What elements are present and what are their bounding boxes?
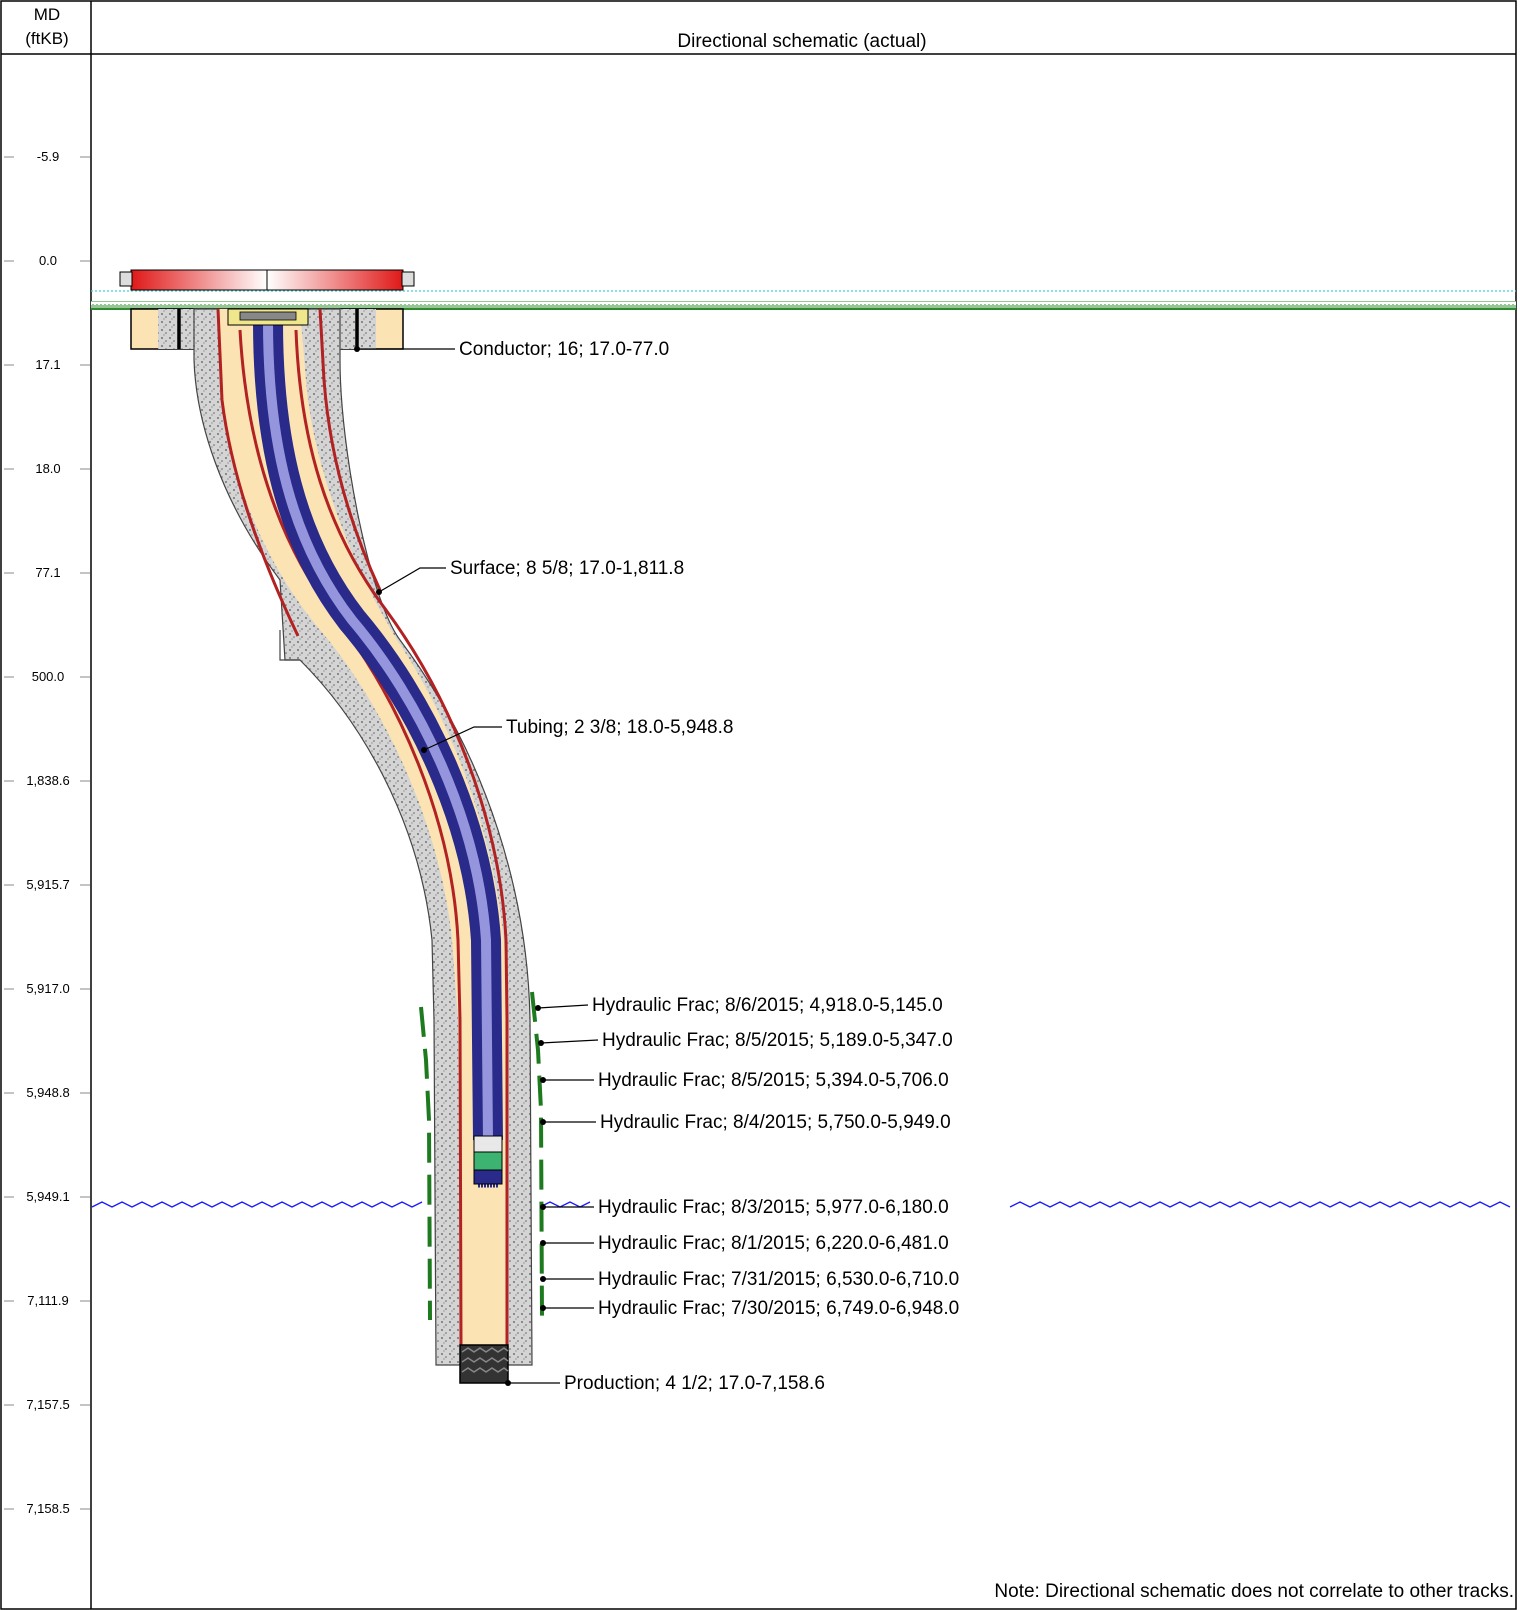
surface-leader-dot <box>376 589 382 595</box>
frac-label: Hydraulic Frac; 8/3/2015; 5,977.0-6,180.… <box>598 1197 949 1218</box>
frac-leader-dot <box>540 1240 546 1246</box>
depth-tick-label: -5.9 <box>37 149 59 164</box>
frac-callouts: Hydraulic Frac; 8/6/2015; 4,918.0-5,145.… <box>535 995 959 1319</box>
wellhead <box>119 269 415 326</box>
tubing-leader-dot <box>421 747 427 753</box>
depth-tick-label: 17.1 <box>35 357 60 372</box>
depth-tick-label: 5,917.0 <box>26 981 69 996</box>
frac-leader-dot <box>540 1077 546 1083</box>
production-shoe <box>459 1344 509 1384</box>
frac-leader-dot <box>540 1204 546 1210</box>
depth-tick-label: 18.0 <box>35 461 60 476</box>
water-level-left <box>91 1201 423 1208</box>
conductor-label: Conductor; 16; 17.0-77.0 <box>459 339 669 360</box>
water-level-right <box>1009 1201 1511 1208</box>
depth-tick-label: 7,158.5 <box>26 1501 69 1516</box>
depth-tick-label: 5,948.8 <box>26 1085 69 1100</box>
md-header-line2: (ftKB) <box>25 29 68 48</box>
production-annulus <box>218 309 508 1345</box>
depth-tick-label: 500.0 <box>32 669 65 684</box>
conductor-leader-dot <box>354 346 360 352</box>
depth-tick-label: 5,949.1 <box>26 1189 69 1204</box>
frac-label: Hydraulic Frac; 7/31/2015; 6,530.0-6,710… <box>598 1269 959 1290</box>
water-level-mid <box>539 1201 591 1208</box>
frac-label: Hydraulic Frac; 8/5/2015; 5,394.0-5,706.… <box>598 1070 949 1091</box>
callouts: Conductor; 16; 17.0-77.0 Surface; 8 5/8;… <box>354 339 825 1394</box>
frac-line-right <box>530 991 544 1321</box>
frac-leader-dot <box>535 1005 541 1011</box>
frac-leader-dot <box>540 1305 546 1311</box>
frac-leader <box>537 1004 589 1009</box>
depth-axis: -5.9 0.0 17.1 18.0 77.1 500.0 1,838.6 5,915.7 5,… <box>4 149 90 1516</box>
surface-leader <box>378 567 446 593</box>
frac-leader-dot <box>540 1276 546 1282</box>
surface-casing-right-wall <box>318 308 382 591</box>
frac-line-left <box>419 1006 432 1321</box>
production-label: Production; 4 1/2; 17.0-7,158.6 <box>564 1373 825 1394</box>
tubing-label: Tubing; 2 3/8; 18.0-5,948.8 <box>506 717 733 738</box>
md-header-line1: MD <box>34 5 60 24</box>
frac-leader <box>540 1039 599 1044</box>
schematic-note: Note: Directional schematic does not cor… <box>994 1581 1514 1602</box>
frac-label: Hydraulic Frac; 8/5/2015; 5,189.0-5,347.… <box>602 1030 953 1051</box>
depth-tick-label: 1,838.6 <box>26 773 69 788</box>
ground-surface <box>91 290 1516 310</box>
tubing-leader <box>423 726 502 751</box>
surface-casing-shoe <box>279 630 300 661</box>
frac-label: Hydraulic Frac; 8/4/2015; 5,750.0-5,949.… <box>600 1112 951 1133</box>
depth-tick-label: 77.1 <box>35 565 60 580</box>
frac-leader-dot <box>538 1040 544 1046</box>
frac-label: Hydraulic Frac; 8/6/2015; 4,918.0-5,145.… <box>592 995 943 1016</box>
tubing-highlight <box>263 321 493 1141</box>
production-leader-dot <box>505 1380 511 1386</box>
surface-casing-left-wall <box>216 308 300 637</box>
depth-tick-label: 5,915.7 <box>26 877 69 892</box>
surface-label: Surface; 8 5/8; 17.0-1,811.8 <box>450 558 684 579</box>
schematic-title: Directional schematic (actual) <box>677 31 926 52</box>
frac-leader-dot <box>540 1119 546 1125</box>
depth-tick-label: 7,157.5 <box>26 1397 69 1412</box>
frac-label: Hydraulic Frac; 8/1/2015; 6,220.0-6,481.… <box>598 1233 949 1254</box>
tubing-bottom-assembly <box>473 1135 503 1188</box>
frac-label: Hydraulic Frac; 7/30/2015; 6,749.0-6,948… <box>598 1298 959 1319</box>
depth-tick-label: 0.0 <box>39 253 57 268</box>
depth-tick-label: 7,111.9 <box>27 1293 68 1308</box>
production-casing-right-wall <box>294 329 509 1345</box>
